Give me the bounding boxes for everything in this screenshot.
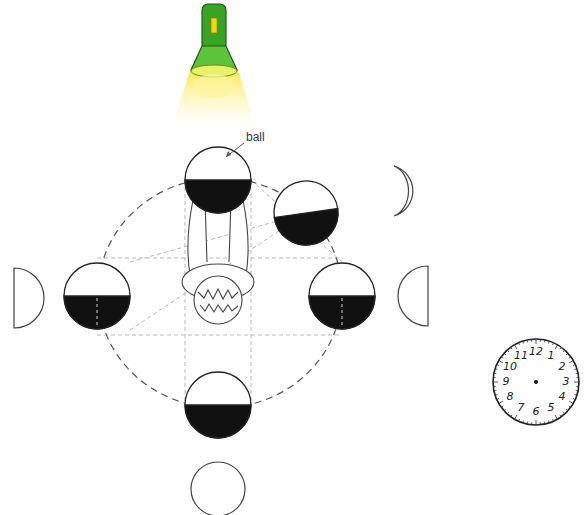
phase-shapes <box>14 166 428 515</box>
clock-face: 12 12 3 45678 9 1011 <box>490 336 582 428</box>
guide-lines <box>97 180 342 405</box>
clock-number: 6 <box>533 406 540 418</box>
leader-arrowhead <box>226 151 231 157</box>
leader-line <box>226 143 244 157</box>
clock-number: 1 <box>548 350 555 362</box>
clock-number: 10 <box>503 361 517 373</box>
clock-number: 9 <box>503 376 510 388</box>
clock-number: 5 <box>548 402 555 414</box>
clock-number: 4 <box>558 391 565 403</box>
part-label: ball <box>246 130 265 144</box>
clock-number: 7 <box>518 402 525 414</box>
clock-number: 3 <box>563 376 570 388</box>
clock-number: 8 <box>507 391 514 403</box>
clock-number: 12 <box>529 346 543 358</box>
ball-positions <box>64 147 375 438</box>
clock-number: 11 <box>514 350 528 362</box>
flashlight <box>172 4 256 128</box>
clock-number: 2 <box>558 361 565 373</box>
ball-dividers <box>97 298 342 328</box>
